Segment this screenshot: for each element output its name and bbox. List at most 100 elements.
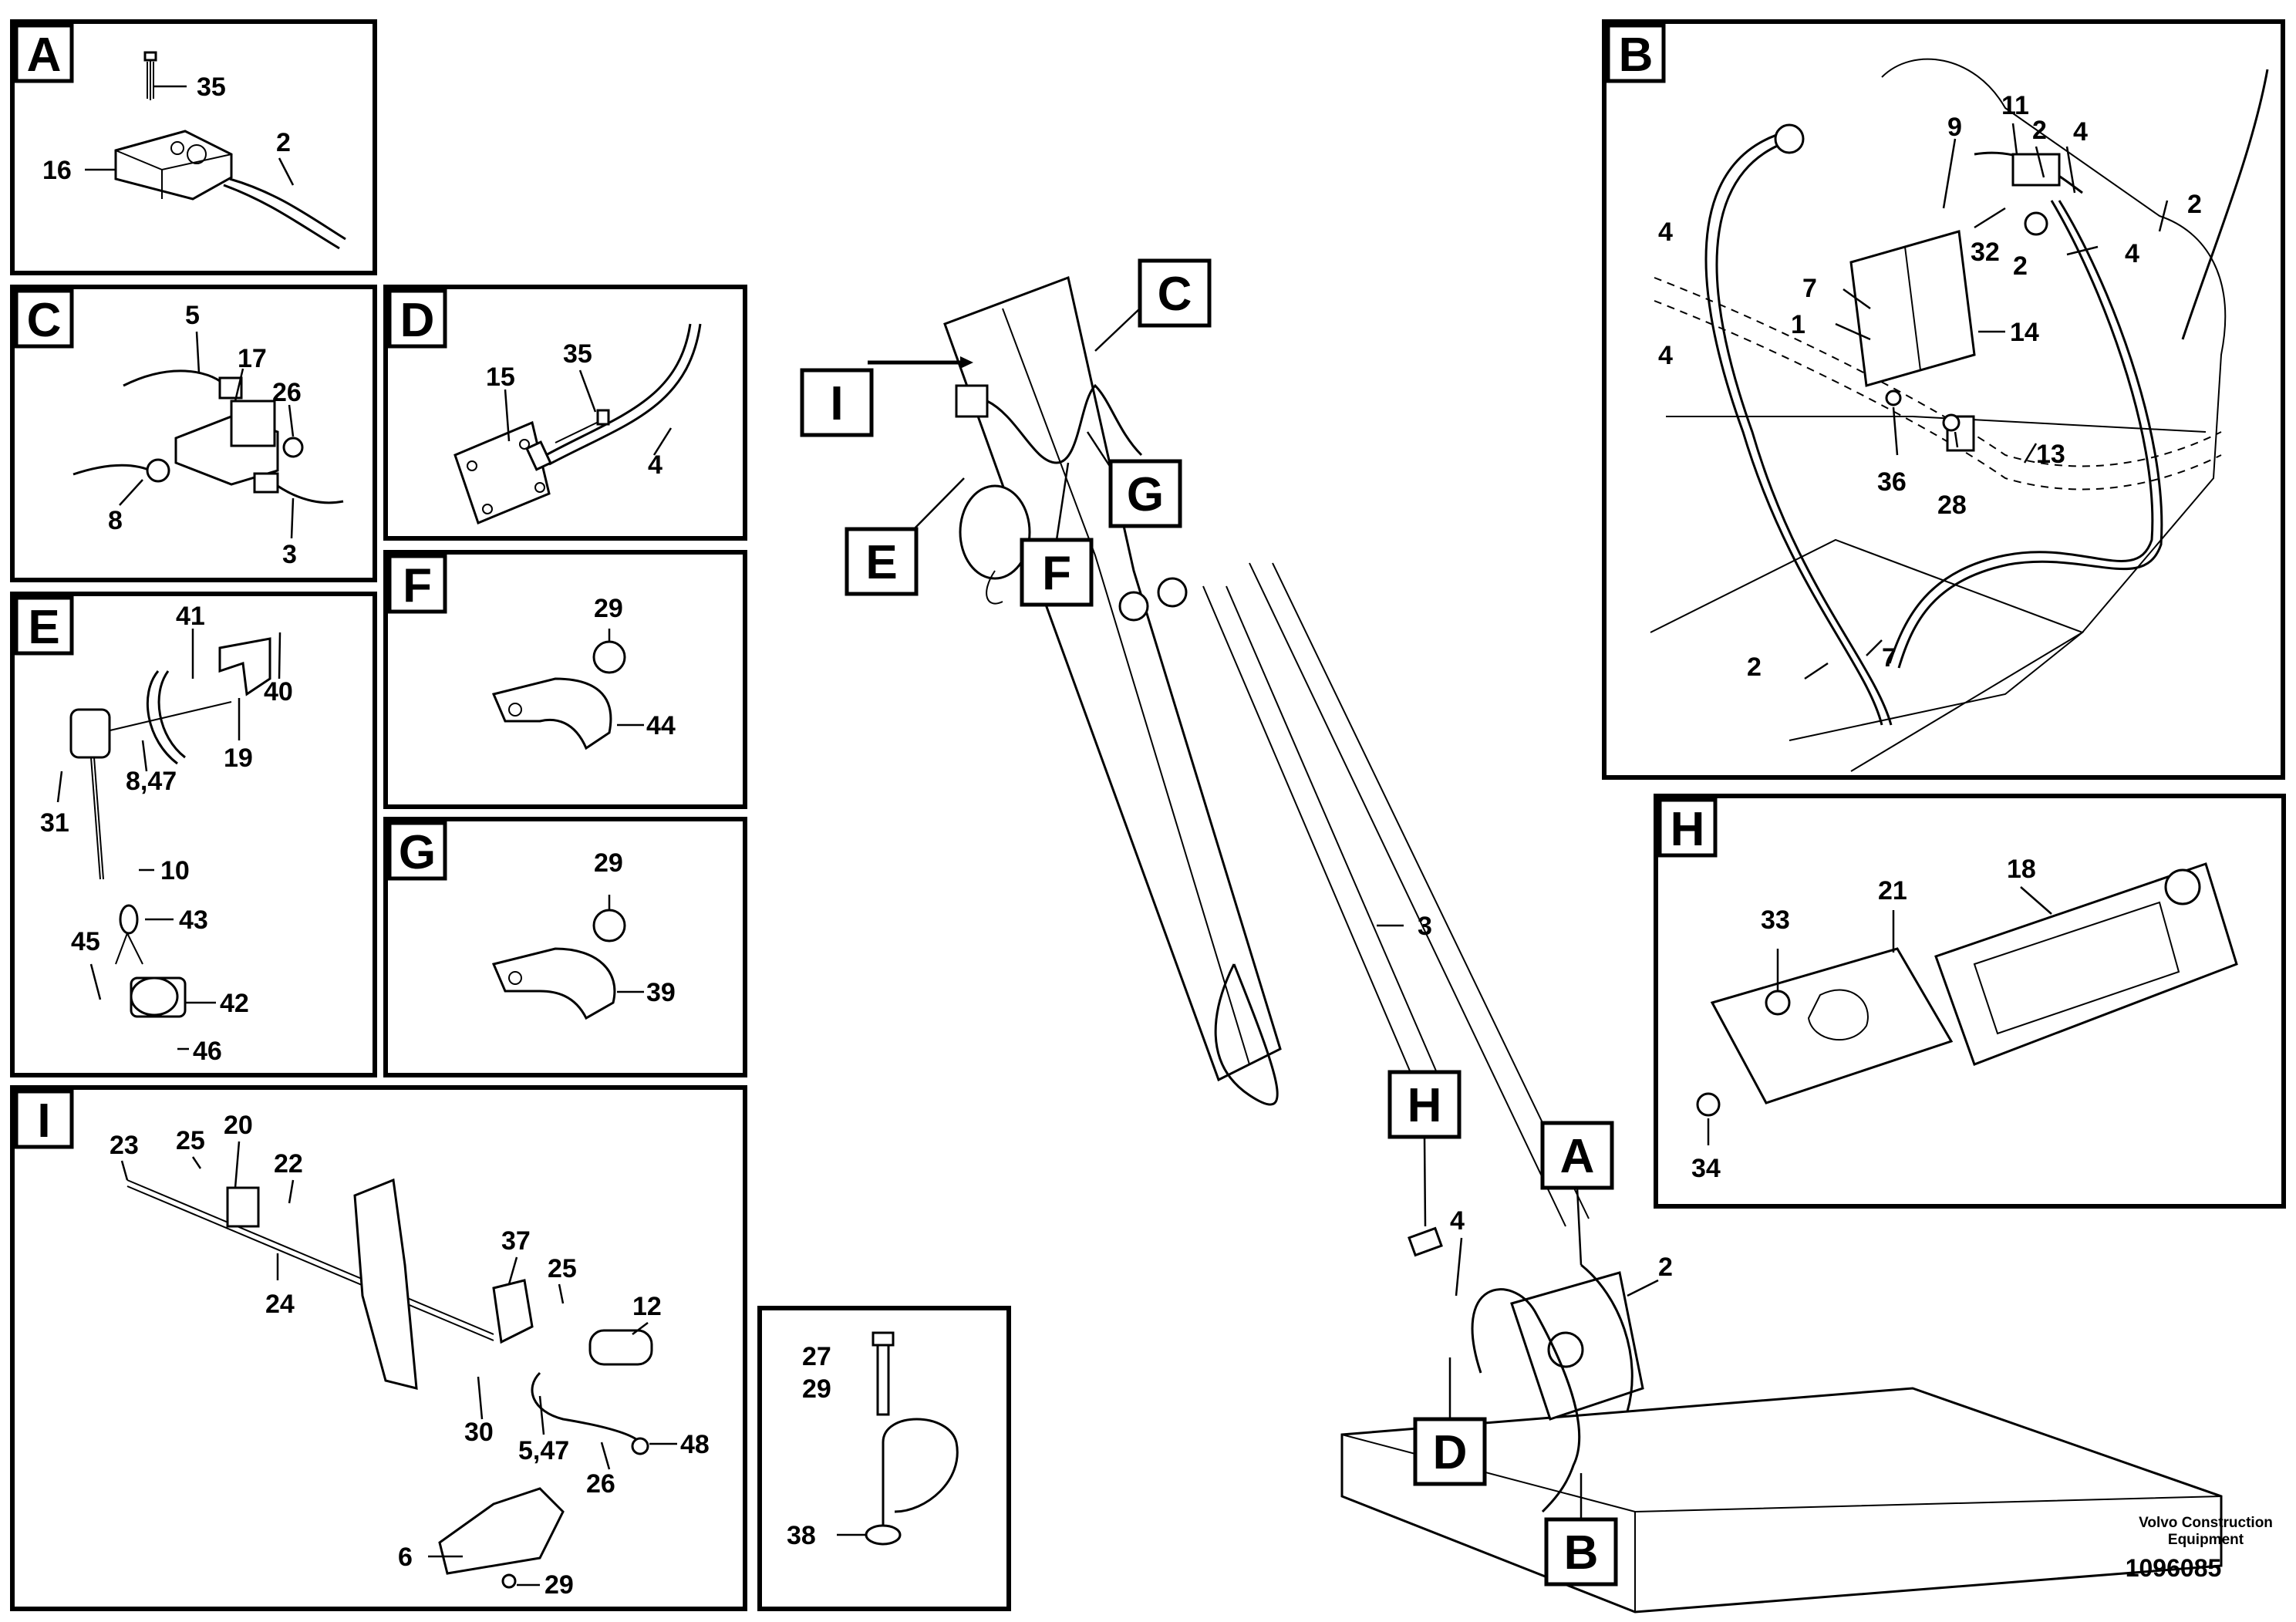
panel-i-letter-box bbox=[14, 1089, 74, 1149]
marker-e[interactable] bbox=[845, 527, 919, 596]
panel-e-frame bbox=[10, 592, 377, 1077]
callout-label: 11 bbox=[2001, 91, 2029, 120]
callout-label: 27 bbox=[802, 1342, 831, 1371]
callout-label: 42 bbox=[220, 989, 249, 1018]
cover-plate-part bbox=[438, 1487, 565, 1575]
callout-label: 26 bbox=[272, 378, 302, 407]
callout-label: 2 bbox=[2013, 251, 2028, 281]
panel-c-letter-box bbox=[14, 288, 74, 349]
callout-label: 44 bbox=[646, 711, 676, 740]
control-box-part bbox=[114, 130, 233, 201]
callout-label: 28 bbox=[1937, 491, 1967, 520]
callout-label: 33 bbox=[1761, 905, 1790, 935]
callout-label: 3 bbox=[1418, 912, 1432, 941]
svg-text:C: C bbox=[1158, 268, 1192, 321]
callout-label: 32 bbox=[1971, 238, 2000, 267]
bolt-part bbox=[592, 640, 626, 674]
bolt-part bbox=[872, 1331, 895, 1347]
panel-a-letter-box bbox=[14, 23, 74, 83]
callout-label: 26 bbox=[586, 1469, 615, 1499]
display-unit-part bbox=[1934, 862, 2238, 1066]
callout-label: 24 bbox=[265, 1290, 295, 1319]
bracket-part bbox=[2011, 153, 2061, 187]
panel-g: G 29 39 bbox=[383, 817, 747, 1077]
callout-label: 2 bbox=[276, 128, 291, 157]
panel-i: I 23 25 20 22 24 37 25 12 30 5,47 26 bbox=[10, 1085, 747, 1611]
callout-label: 3 bbox=[282, 540, 297, 569]
svg-text:B: B bbox=[1564, 1526, 1599, 1580]
callout-label: 35 bbox=[563, 339, 592, 369]
panel-b-frame bbox=[1602, 19, 2285, 780]
callout-label: 19 bbox=[224, 744, 253, 773]
panel-f-frame bbox=[383, 550, 747, 809]
callout-label: 43 bbox=[179, 905, 208, 935]
svg-text:H: H bbox=[1408, 1079, 1442, 1132]
callout-label: 12 bbox=[632, 1292, 662, 1321]
callout-label: 2 bbox=[2187, 190, 2202, 219]
callout-label: 4 bbox=[1450, 1206, 1465, 1236]
panel-b-letter: B bbox=[1619, 29, 1654, 82]
panel-b-letter-box bbox=[1606, 23, 1666, 83]
svg-text:D: D bbox=[1433, 1426, 1468, 1479]
callout-label: 6 bbox=[398, 1543, 413, 1572]
svg-text:F: F bbox=[1042, 547, 1071, 600]
callout-label: 29 bbox=[802, 1374, 831, 1404]
callout-label: 8 bbox=[108, 506, 123, 535]
callout-label: 4 bbox=[2125, 239, 2139, 268]
panel-c: C 5 17 26 8 3 bbox=[10, 285, 377, 582]
callout-label: 20 bbox=[224, 1111, 253, 1140]
callout-label: 7 bbox=[1882, 643, 1896, 673]
marker-d[interactable] bbox=[1413, 1417, 1487, 1486]
panel-f-letter: F bbox=[403, 559, 432, 612]
callout-label: 34 bbox=[1691, 1154, 1721, 1183]
callout-label: 23 bbox=[110, 1131, 139, 1160]
callout-label: 4 bbox=[2073, 117, 2088, 147]
limit-switch-part bbox=[69, 708, 111, 759]
panel-f: F 29 44 bbox=[383, 550, 747, 809]
p-clamp-part bbox=[882, 1418, 959, 1535]
callout-label: 7 bbox=[1802, 274, 1817, 303]
panel-c-letter: C bbox=[27, 294, 62, 347]
callout-label: 39 bbox=[646, 978, 676, 1007]
callout-label: 5,47 bbox=[518, 1436, 569, 1465]
bracket-part bbox=[492, 1279, 534, 1344]
callout-label: 21 bbox=[1878, 876, 1907, 905]
callout-label: 41 bbox=[176, 602, 205, 631]
callout-label: 46 bbox=[193, 1037, 222, 1066]
callout-label: 8,47 bbox=[126, 767, 177, 796]
marker-h[interactable] bbox=[1387, 1070, 1462, 1139]
marker-c[interactable] bbox=[1138, 258, 1212, 328]
panel-clamp: 27 29 38 bbox=[757, 1306, 1011, 1611]
boom-part bbox=[943, 275, 1282, 1082]
svg-text:I: I bbox=[830, 377, 843, 430]
callout-label: 29 bbox=[544, 1570, 574, 1600]
callout-label: 1 bbox=[1791, 310, 1805, 339]
panel-d: D 15 35 4 bbox=[383, 285, 747, 541]
panel-d-letter: D bbox=[400, 294, 435, 347]
callout-label: 17 bbox=[238, 344, 267, 373]
panel-e: E 41 40 19 8,47 31 10 43 45 42 46 bbox=[10, 592, 377, 1077]
callout-label: 13 bbox=[2036, 440, 2065, 469]
panel-g-letter: G bbox=[399, 826, 436, 879]
mount-plate-part bbox=[1710, 947, 1954, 1104]
main-illustration: 3 4 2 C I G E F H A D bbox=[800, 258, 2223, 1614]
panel-g-frame bbox=[383, 817, 747, 1077]
bolt-part bbox=[592, 909, 626, 943]
winch-part bbox=[959, 484, 1031, 580]
callout-label: 30 bbox=[464, 1418, 494, 1447]
callout-label: 48 bbox=[680, 1430, 710, 1459]
callout-label: 40 bbox=[264, 677, 293, 706]
marker-i[interactable] bbox=[800, 368, 874, 437]
screw-part bbox=[143, 51, 157, 100]
callout-label: 10 bbox=[160, 856, 190, 885]
marker-a[interactable] bbox=[1540, 1121, 1614, 1190]
panel-a: A 35 2 16 bbox=[10, 19, 377, 275]
callout-label: 38 bbox=[787, 1521, 816, 1550]
marker-b[interactable] bbox=[1544, 1517, 1618, 1587]
marker-g[interactable] bbox=[1108, 459, 1182, 528]
callout-label: 2 bbox=[1747, 653, 1762, 682]
callout-label: 29 bbox=[594, 848, 623, 878]
callout-label: 9 bbox=[1947, 113, 1962, 142]
marker-f[interactable] bbox=[1020, 538, 1094, 607]
boom-section-part bbox=[353, 1178, 418, 1390]
